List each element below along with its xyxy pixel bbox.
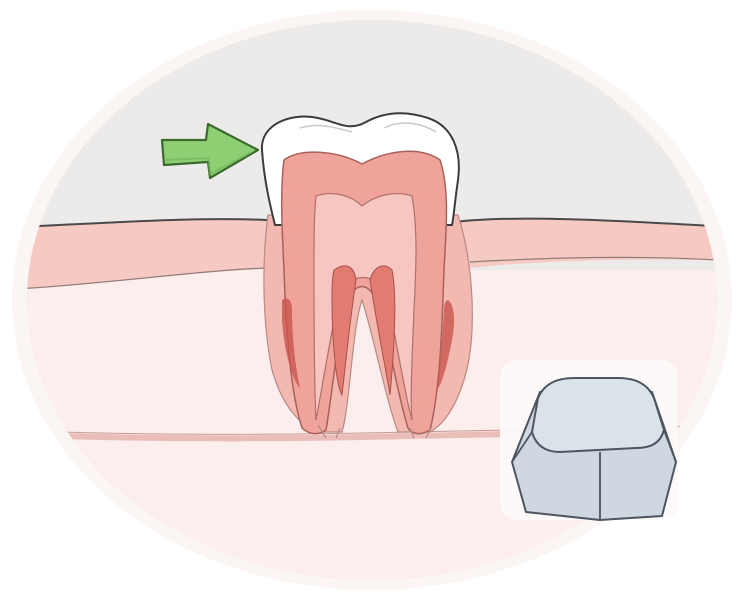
gum-line-bottom xyxy=(27,256,717,291)
pulp-side-left xyxy=(282,298,300,388)
enamel-detail xyxy=(299,122,437,133)
pulp-left xyxy=(331,265,357,397)
arrow-icon xyxy=(160,122,260,180)
tooth xyxy=(260,112,473,439)
arrow-shade xyxy=(165,151,253,176)
keycap-inset xyxy=(500,360,678,521)
pulp-side-right xyxy=(436,300,455,392)
root-tips xyxy=(317,424,433,439)
pulp-right xyxy=(369,265,396,396)
keycap-edges xyxy=(511,429,677,520)
pointer-arrow xyxy=(160,122,260,180)
keycap-top xyxy=(531,377,665,453)
dentin-inner xyxy=(313,193,417,421)
